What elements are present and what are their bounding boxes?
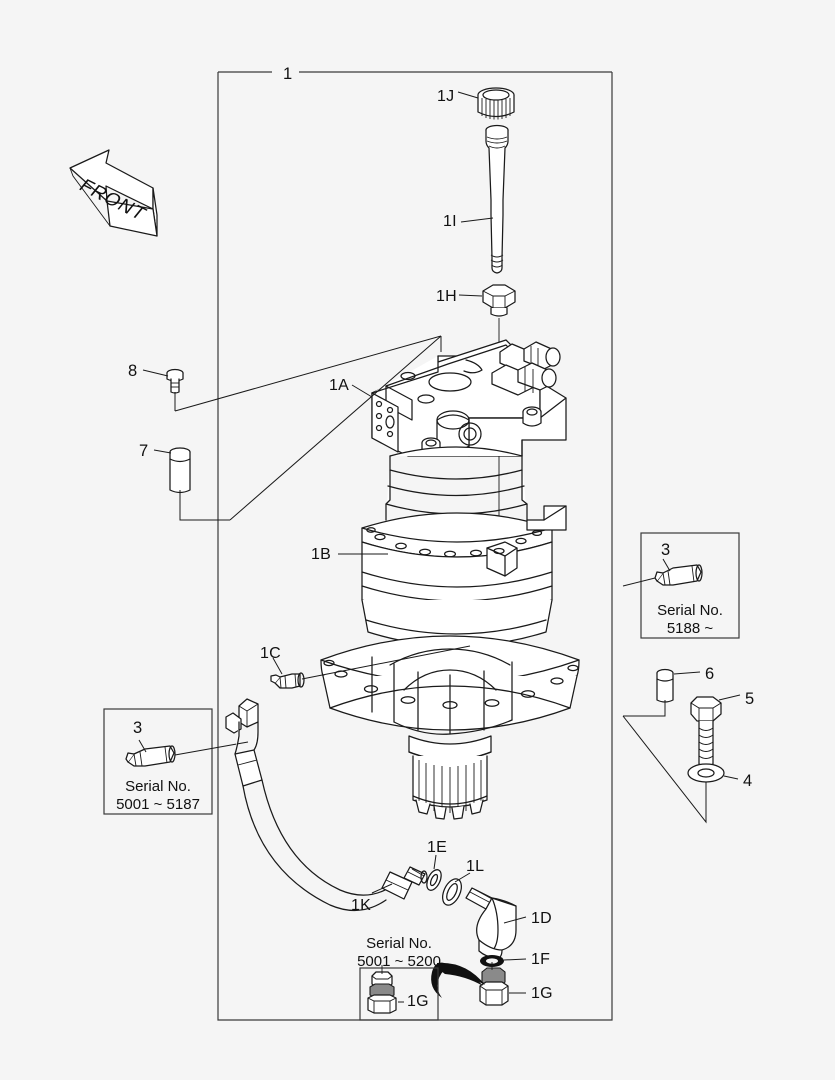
callout-plug-1G-box: 1G xyxy=(407,993,429,1010)
part-5-hex-bolt xyxy=(690,694,741,767)
part-1D-elbow xyxy=(465,887,527,958)
serial-note-box-1G xyxy=(359,965,439,1021)
callout-oring-1L: 1L xyxy=(466,858,485,875)
part-1L-oring xyxy=(442,872,471,906)
serial-box-left-graphic xyxy=(103,708,249,815)
callout-nut-1G-right: 1G xyxy=(531,985,553,1002)
serial-box-left-line1: Serial No. xyxy=(125,778,191,795)
callout-pin-6: 6 xyxy=(705,665,715,683)
serial-note-1G-line1: Serial No. xyxy=(366,935,432,952)
callout-rod-1I: 1I xyxy=(443,213,457,230)
serial-box-right-line1: Serial No. xyxy=(657,602,723,619)
part-1A-control-valve xyxy=(174,335,567,521)
serial-box-right-line2: 5188 ~ xyxy=(666,620,714,637)
callout-frame-1: 1 xyxy=(283,65,293,83)
serial-note-1G-line2: 5001 ~ 5200 xyxy=(357,953,441,970)
callout-valve-1A: 1A xyxy=(329,377,349,394)
substitution-arrow xyxy=(431,962,485,998)
splined-output-shaft xyxy=(412,755,488,820)
front-direction-arrow xyxy=(69,149,158,237)
callout-cap-1J: 1J xyxy=(437,88,455,105)
part-4-washer xyxy=(622,715,739,824)
callout-seal-1F: 1F xyxy=(531,951,551,968)
callout-washer-1E: 1E xyxy=(427,839,447,856)
part-1K-hose xyxy=(225,698,428,912)
hydraulic-ports xyxy=(491,341,561,396)
part-1I-rod xyxy=(460,124,509,274)
callout-bolt-5: 5 xyxy=(745,690,755,708)
part-7-pin xyxy=(153,447,230,521)
callout-nut-1H: 1H xyxy=(436,288,457,305)
callout-serial-part-3-right: 3 xyxy=(661,541,671,559)
part-6-pin xyxy=(623,668,701,717)
part-1J-cap xyxy=(457,87,515,120)
callout-pin-7: 7 xyxy=(139,442,149,460)
callout-motor-1B: 1B xyxy=(311,546,331,563)
part-1B-swing-motor xyxy=(320,446,580,820)
part-1F-seal xyxy=(480,955,527,967)
callout-washer-4: 4 xyxy=(743,772,753,790)
callout-bolt-8: 8 xyxy=(128,362,138,380)
callout-serial-part-3-left: 3 xyxy=(133,719,143,737)
callout-fitting-1C: 1C xyxy=(260,645,281,662)
part-1E-washer xyxy=(426,854,442,891)
callout-hose-1K: 1K xyxy=(351,897,371,914)
callout-elbow-1D: 1D xyxy=(531,910,552,927)
part-1C-fitting xyxy=(270,645,471,689)
serial-box-left-line2: 5001 ~ 5187 xyxy=(116,796,200,813)
part-1G-nut-installed xyxy=(479,962,526,1006)
serial-box-right-graphic xyxy=(622,532,740,639)
part-8-bolt xyxy=(142,368,184,411)
